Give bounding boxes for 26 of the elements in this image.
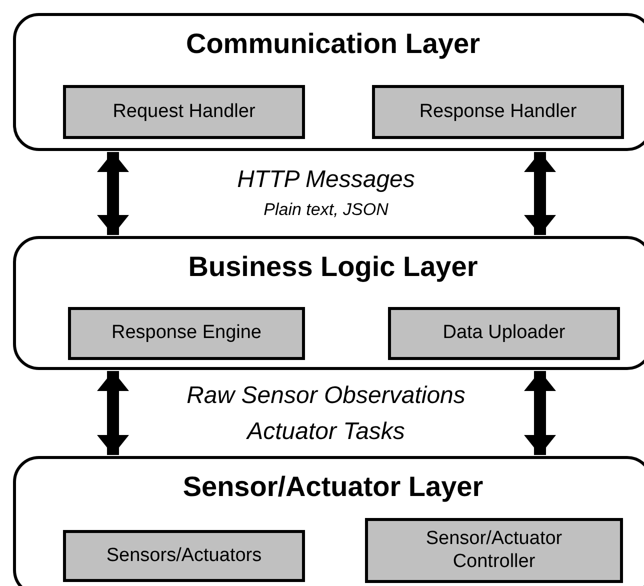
- component-label: Sensor/Actuator Controller: [424, 528, 564, 574]
- component-label: Sensors/Actuators: [106, 544, 262, 568]
- double-arrow: [524, 152, 556, 235]
- layer-title: Sensor/Actuator Layer: [182, 471, 484, 503]
- component-label: Response Handler: [419, 100, 577, 124]
- double-arrow: [97, 152, 129, 235]
- component-box: [63, 530, 305, 582]
- component-box: [63, 85, 305, 139]
- flow-label: Plain text, JSON: [264, 200, 388, 220]
- component-label: Request Handler: [112, 100, 256, 124]
- flow-label: Raw Sensor Observations: [186, 382, 466, 410]
- flow-label: Actuator Tasks: [247, 418, 405, 446]
- layer-box: [13, 13, 644, 151]
- double-arrow: [97, 371, 129, 455]
- component-box: [388, 307, 620, 360]
- layer-box: [13, 236, 644, 370]
- component-box: [365, 518, 623, 583]
- component-box: [372, 85, 624, 139]
- layer-title: Business Logic Layer: [188, 251, 478, 283]
- component-label: Data Uploader: [442, 322, 566, 345]
- layer-box: [13, 456, 644, 586]
- component-box: [68, 307, 305, 360]
- layer-title: Communication Layer: [186, 28, 480, 60]
- flow-label: HTTP Messages: [237, 166, 415, 194]
- double-arrow: [524, 371, 556, 455]
- component-label: Response Engine: [112, 322, 262, 345]
